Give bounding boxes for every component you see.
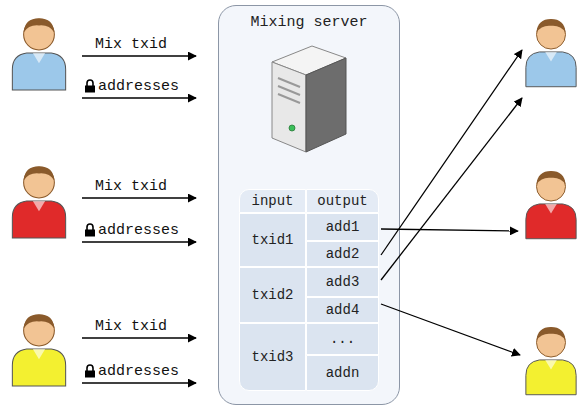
cell-text: output <box>317 193 367 209</box>
table-cell: txid1 <box>239 213 306 267</box>
cell-text: txid2 <box>251 287 293 303</box>
table-cell: addn <box>306 355 379 391</box>
lock-icon <box>85 365 95 378</box>
lock-icon <box>85 224 95 237</box>
user-icon <box>12 314 65 386</box>
table-cell: txid2 <box>239 267 306 323</box>
lock-icon <box>85 80 95 93</box>
arrow-label: Mix txid <box>95 178 167 195</box>
lock-label: addresses <box>98 222 179 239</box>
user-icon <box>526 327 576 395</box>
lock-label: addresses <box>98 78 179 95</box>
cell-text: txid1 <box>251 232 293 248</box>
input-arrows <box>82 56 196 383</box>
cell-text: ... <box>330 331 355 347</box>
cell-text: add2 <box>326 246 360 262</box>
table-cell: input <box>239 189 306 213</box>
server-title: Mixing server <box>219 14 399 31</box>
table-cell: ... <box>306 323 379 355</box>
table-cell: add4 <box>306 297 379 323</box>
cell-text: add1 <box>326 219 360 235</box>
arrow-label: Mix txid <box>95 318 167 335</box>
table-cell: add2 <box>306 241 379 267</box>
user-icon <box>12 18 65 90</box>
user-icon <box>526 171 576 239</box>
cell-text: add3 <box>326 274 360 290</box>
arrow-label: Mix txid <box>95 36 167 53</box>
output-arrows <box>381 50 522 355</box>
cell-text: input <box>251 193 293 209</box>
user-icon <box>526 19 576 87</box>
table-cell: add3 <box>306 267 379 297</box>
lock-label: addresses <box>98 363 179 380</box>
table-cell: txid3 <box>239 323 306 391</box>
cell-text: addn <box>326 365 360 381</box>
table-cell: add1 <box>306 213 379 241</box>
cell-text: txid3 <box>251 349 293 365</box>
user-icon <box>12 166 65 238</box>
cell-text: add4 <box>326 302 360 318</box>
table-cell: output <box>306 189 379 213</box>
server-box: Mixing server input output txid1 add1 add2 txi… <box>218 5 400 405</box>
